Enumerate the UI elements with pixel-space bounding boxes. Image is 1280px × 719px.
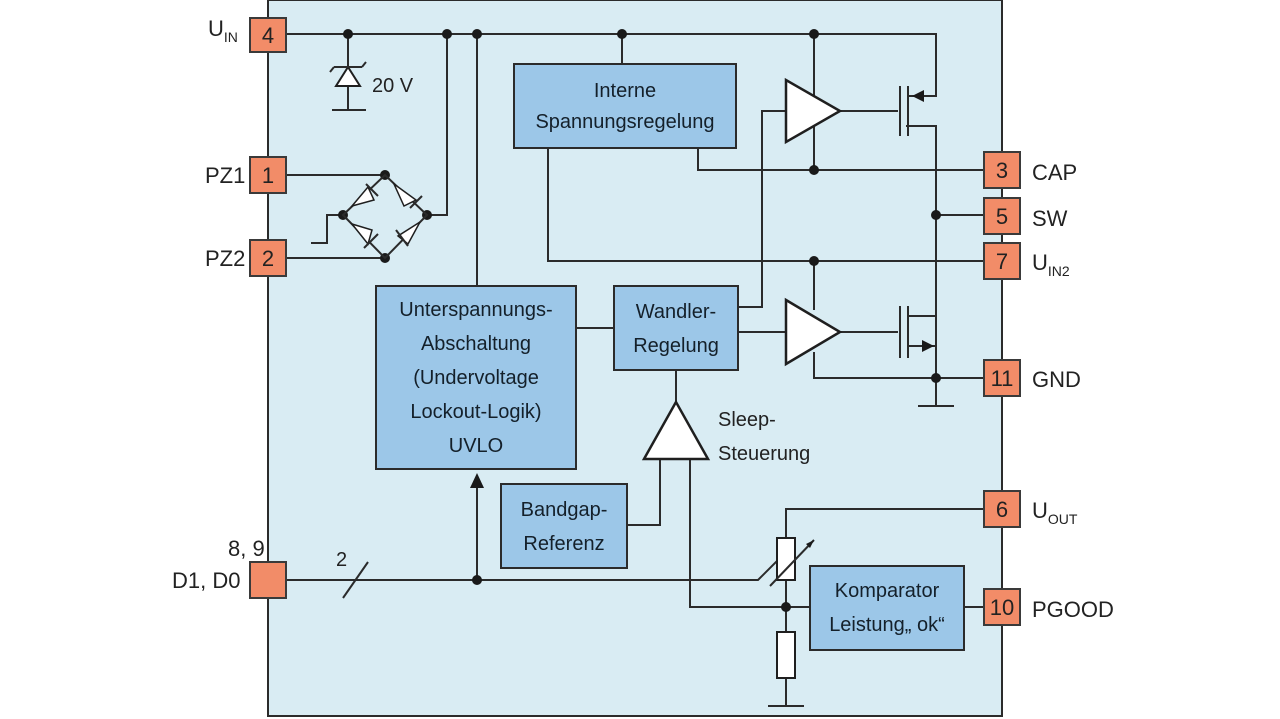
svg-text:8, 9: 8, 9 [228,536,265,561]
svg-text:Wandler-: Wandler- [636,301,716,323]
uin2-wire [547,148,984,262]
svg-text:Unterspannungs-: Unterspannungs- [399,299,552,321]
svg-text:4: 4 [262,23,274,48]
svg-text:Referenz: Referenz [523,533,604,555]
pin-uin2: 7 UIN2 [983,242,1070,280]
svg-text:UIN: UIN [208,16,238,45]
bus-width-label: 2 [336,549,347,571]
svg-text:3: 3 [996,158,1008,183]
sleep-amplifier-icon [641,399,711,461]
svg-text:Interne: Interne [594,80,656,102]
block-uvlo: Unterspannungs- Abschaltung (Undervoltag… [375,285,577,470]
wires [286,33,984,707]
bandgap-wire [627,459,661,526]
svg-text:CAP: CAP [1032,160,1077,185]
pin-d1-d0: 8, 9 D1, D0 [172,536,287,599]
svg-text:Komparator: Komparator [835,580,940,602]
svg-text:Regelung: Regelung [633,335,719,357]
svg-text:D1, D0: D1, D0 [172,568,240,593]
svg-text:6: 6 [996,497,1008,522]
pin-uin: 4 UIN [208,16,287,53]
pin-pz2: 2 PZ2 [205,239,287,277]
pin-gnd: 11 GND [983,359,1081,397]
gnd-wire [813,352,984,379]
rectifier-ground [311,214,343,244]
resistor-icon [776,631,796,679]
uin-rail [286,33,937,97]
svg-text:GND: GND [1032,367,1081,392]
low-side-mosfet-icon [899,261,937,358]
sleep-control-label: Sleep- Steuerung [718,409,810,465]
svg-text:5: 5 [996,204,1008,229]
svg-text:Steuerung: Steuerung [718,443,810,465]
svg-text:10: 10 [990,595,1014,620]
svg-text:1: 1 [262,163,274,188]
block-bandgap-reference: Bandgap- Referenz [500,483,628,569]
svg-text:Lockout-Logik): Lockout-Logik) [410,401,541,423]
svg-text:UVLO: UVLO [449,435,503,457]
svg-text:Bandgap-: Bandgap- [521,499,608,521]
upper-amp-input [738,110,786,308]
uout-wire [785,508,984,538]
bus-slash [342,561,369,599]
arrow-up-icon [470,473,484,488]
svg-text:UIN2: UIN2 [1032,250,1070,279]
cap-wire [697,148,984,171]
svg-text:Abschaltung: Abschaltung [421,333,531,355]
pin-uout: 6 UOUT [983,490,1078,528]
svg-text:PGOOD: PGOOD [1032,597,1114,622]
svg-text:11: 11 [991,366,1014,391]
pin-cap: 3 CAP [983,151,1077,189]
svg-text:(Undervoltage: (Undervoltage [413,367,539,389]
svg-text:SW: SW [1032,206,1068,231]
svg-text:PZ2: PZ2 [205,246,245,271]
upper-driver-amplifier-icon [784,77,843,145]
svg-text:Spannungsregelung: Spannungsregelung [535,111,714,133]
pin-sw: 5 SW [983,197,1068,235]
block-converter-control: Wandler- Regelung [613,285,739,371]
zener-diode-icon [329,61,367,87]
pin-pgood: 10 PGOOD [983,588,1114,626]
svg-text:PZ1: PZ1 [205,163,245,188]
lower-driver-amplifier-icon [784,297,843,367]
svg-text:UOUT: UOUT [1032,498,1078,527]
adjustable-resistor-icon [776,537,796,581]
svg-text:7: 7 [996,249,1008,274]
pin-pz1: 1 PZ1 [205,156,287,194]
block-internal-regulation: Interne Spannungsregelung [513,63,737,149]
svg-text:Leistung„ ok“: Leistung„ ok“ [829,614,945,636]
bridge-rectifier-icon [341,173,429,260]
block-comparator: Komparator Leistung„ ok“ [809,565,965,651]
adjust-arrow [769,539,815,587]
rectifier-out-wire [427,34,448,216]
svg-text:Sleep-: Sleep- [718,409,776,431]
svg-text:2: 2 [262,246,274,271]
zener-voltage-label: 20 V [372,75,414,97]
sleep-feedback-wire [689,459,786,608]
high-side-mosfet-icon [899,86,936,136]
